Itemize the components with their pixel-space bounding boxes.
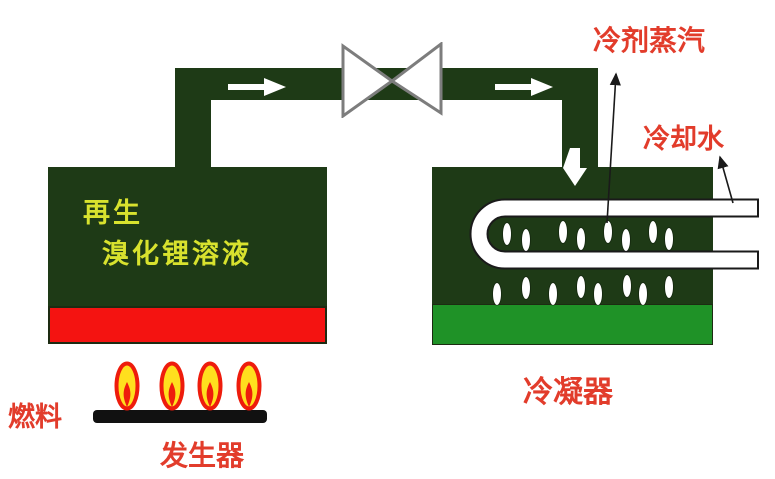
vapor-droplet	[639, 283, 647, 305]
vapor-droplet	[623, 275, 631, 297]
vapor-droplet	[577, 228, 585, 250]
solution-label-line1: 再生	[83, 198, 143, 228]
vapor-droplet	[594, 283, 602, 305]
condensate-pool	[432, 304, 713, 345]
vapor-droplet	[649, 221, 657, 243]
vapor-droplet	[522, 277, 530, 299]
vapor-droplet	[549, 283, 557, 305]
vapor-droplet	[559, 221, 567, 243]
fuel-label: 燃料	[8, 402, 62, 432]
solution-label-line2: 溴化锂溶液	[102, 239, 252, 269]
vapor-droplet	[622, 229, 630, 251]
vapor-droplet	[493, 283, 501, 305]
flame-icon	[236, 361, 262, 411]
cooling-water-label: 冷却水	[643, 124, 724, 154]
condenser-caption: 冷凝器	[523, 376, 613, 409]
generator-tank	[48, 167, 327, 306]
vapor-droplet	[503, 223, 511, 245]
flow-arrow-right-1	[228, 78, 286, 96]
flow-arrow-right-2	[495, 78, 553, 96]
flame-icon	[114, 361, 140, 411]
burner-bar	[93, 410, 267, 423]
vapor-droplet	[577, 276, 585, 298]
flow-arrow-down	[563, 148, 587, 186]
flame-icon	[197, 361, 223, 411]
vapor-droplet	[522, 229, 530, 251]
generator-caption: 发生器	[160, 440, 245, 471]
generator-heating-zone	[48, 306, 327, 344]
flame-icon	[159, 361, 185, 411]
vapor-droplet	[604, 221, 612, 243]
vapor-droplet	[665, 228, 673, 250]
refrigerant-vapor-label: 冷剂蒸汽	[593, 25, 706, 56]
vapor-droplet	[665, 276, 673, 298]
expansion-valve-icon	[341, 42, 443, 118]
